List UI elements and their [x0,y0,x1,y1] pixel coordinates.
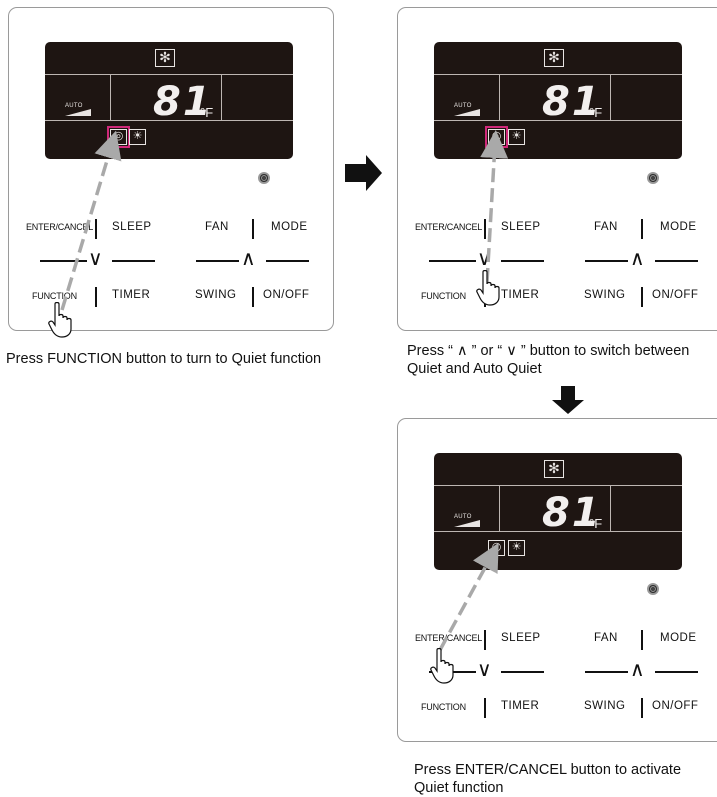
enter-cancel-button[interactable]: ENTER/CANCEL [415,633,483,643]
auto-label: AUTO [454,103,472,109]
light-icon: ☀ [508,129,525,145]
sensor-icon [647,583,659,595]
up-button[interactable]: ∧ [241,248,256,270]
light-icon: ☀ [129,129,146,145]
snowflake-icon: ✻ [155,49,175,67]
pointing-hand-icon [476,270,500,306]
temperature-unit: °F [200,105,214,120]
onoff-button[interactable]: ON/OFF [263,289,310,301]
sleep-button[interactable]: SLEEP [112,221,152,233]
fan-button[interactable]: FAN [594,221,618,233]
sensor-icon [258,172,270,184]
dashed-pointer-2 [480,130,509,283]
swing-button[interactable]: SWING [195,289,237,301]
fan-speed-icon [454,520,480,527]
up-button[interactable]: ∧ [630,659,645,681]
snowflake-icon: ✻ [544,49,564,67]
pointing-hand-icon [430,648,454,684]
onoff-button[interactable]: ON/OFF [652,700,699,712]
dashed-pointer-1 [60,130,122,311]
function-button[interactable]: FUNCTION [421,702,466,712]
fan-button[interactable]: FAN [594,632,618,644]
enter-cancel-button[interactable]: ENTER/CANCEL [415,222,483,232]
light-icon: ☀ [508,540,525,556]
caption-step-3-line1: Press ENTER/CANCEL button to activate [414,762,682,778]
auto-label: AUTO [65,103,83,109]
temperature-display: 81 [542,79,602,125]
caption-step-2-line1: Press “ ∧ ” or “ ∨ ” button to switch be… [407,343,690,359]
sleep-button[interactable]: SLEEP [501,632,541,644]
caption-step-2-line2: Quiet and Auto Quiet [407,361,542,377]
caption-step-3-line2: Quiet function [414,780,504,796]
sensor-icon [647,172,659,184]
temperature-unit: °F [589,105,603,120]
snowflake-icon: ✻ [544,460,564,478]
down-button[interactable]: ∨ [88,248,103,270]
caption-step-1: Press FUNCTION button to turn to Quiet f… [6,351,322,367]
enter-cancel-button[interactable]: ENTER/CANCEL [26,222,94,232]
temperature-display: 81 [542,490,602,536]
lcd-display: ✻ AUTO 81 °F ◎ ☀ [434,42,682,159]
onoff-button[interactable]: ON/OFF [652,289,699,301]
mode-button[interactable]: MODE [271,221,308,233]
pointing-hand-icon [48,302,72,338]
arrow-icon [345,155,382,191]
lcd-display: ✻ AUTO 81 °F ◎ ☀ [45,42,293,159]
temperature-display: 81 [153,79,213,125]
timer-button[interactable]: TIMER [501,700,540,712]
auto-label: AUTO [454,514,472,520]
temperature-unit: °F [589,516,603,531]
remote-panel-2: ✻ AUTO 81 °F ◎ ☀ ENTER/CANCEL SLEEP FAN … [397,7,717,331]
sleep-button[interactable]: SLEEP [501,221,541,233]
up-button[interactable]: ∧ [630,248,645,270]
remote-panel-1: ✻ AUTO 81 °F ◎ ☀ ENTER/CANCEL SLEEP FAN … [8,7,334,331]
timer-button[interactable]: TIMER [112,289,151,301]
mode-button[interactable]: MODE [660,632,697,644]
arrow-icon [552,386,584,414]
dashed-pointer-3 [438,542,499,651]
down-button[interactable]: ∨ [477,659,492,681]
fan-speed-icon [65,109,91,116]
mode-button[interactable]: MODE [660,221,697,233]
function-button[interactable]: FUNCTION [421,291,466,301]
swing-button[interactable]: SWING [584,289,626,301]
function-button[interactable]: FUNCTION [32,291,77,301]
fan-button[interactable]: FAN [205,221,229,233]
timer-button[interactable]: TIMER [501,289,540,301]
remote-panel-3: ✻ AUTO 81 °F ◎ ☀ ENTER/CANCEL SLEEP FAN … [397,418,717,742]
swing-button[interactable]: SWING [584,700,626,712]
fan-speed-icon [454,109,480,116]
